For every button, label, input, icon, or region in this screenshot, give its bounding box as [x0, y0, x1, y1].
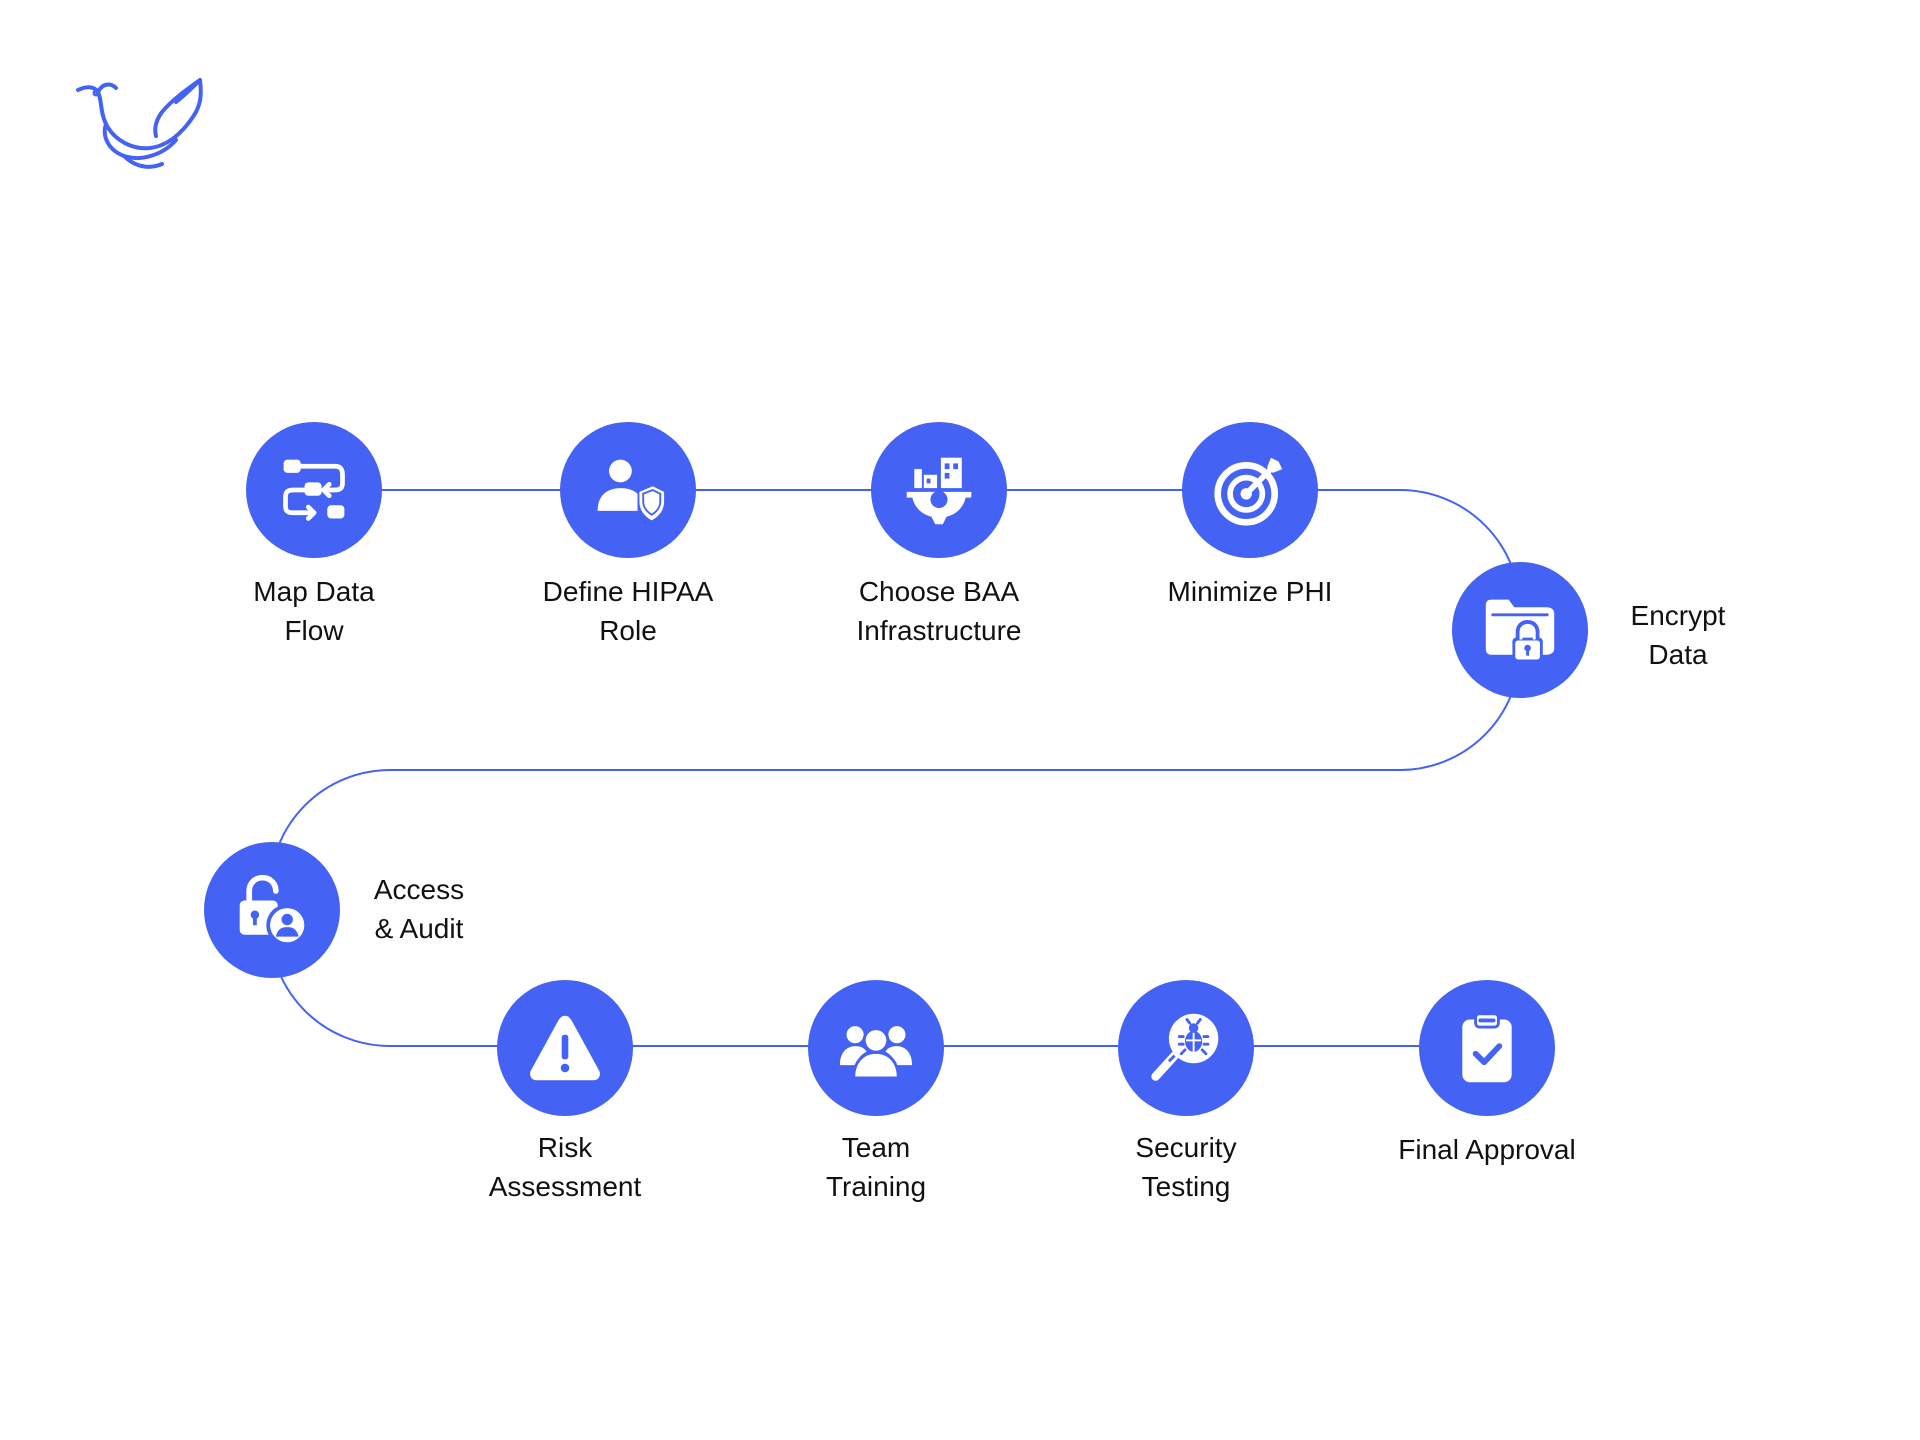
search-bug-icon — [1151, 1013, 1219, 1081]
step-label: Map Data Flow — [253, 576, 375, 646]
step-circle — [871, 422, 1007, 558]
dove-logo-icon — [76, 78, 203, 169]
step-circle — [1452, 562, 1588, 698]
target-icon — [1214, 457, 1283, 526]
step-circle — [497, 980, 633, 1116]
step-label: Risk Assessment — [488, 1132, 642, 1202]
step-label: Team Training — [825, 1132, 927, 1202]
step-label: Encrypt Data — [1630, 600, 1726, 670]
user-shield-icon — [597, 459, 665, 521]
warning-icon — [530, 1015, 600, 1081]
infrastructure-gear-icon — [906, 457, 972, 525]
folder-lock-icon — [1485, 599, 1555, 663]
step-label: Minimize PHI — [1167, 576, 1333, 607]
step-label: Final Approval — [1398, 1134, 1576, 1165]
step-circle — [1118, 980, 1254, 1116]
step-circle — [1182, 422, 1318, 558]
team-icon — [839, 1026, 913, 1078]
step-circle — [246, 422, 382, 558]
step-label: Access & Audit — [373, 874, 465, 944]
step-label: Security Testing — [1135, 1132, 1237, 1202]
clipboard-check-icon — [1462, 1012, 1512, 1083]
unlock-user-icon — [239, 874, 309, 947]
step-label: Choose BAA Infrastructure — [856, 576, 1022, 646]
step-circle — [808, 980, 944, 1116]
data-flow-icon — [283, 459, 345, 521]
step-circle — [1419, 980, 1555, 1116]
step-label: Define HIPAA Role — [542, 576, 714, 646]
step-circle — [560, 422, 696, 558]
step-circle — [204, 842, 340, 978]
